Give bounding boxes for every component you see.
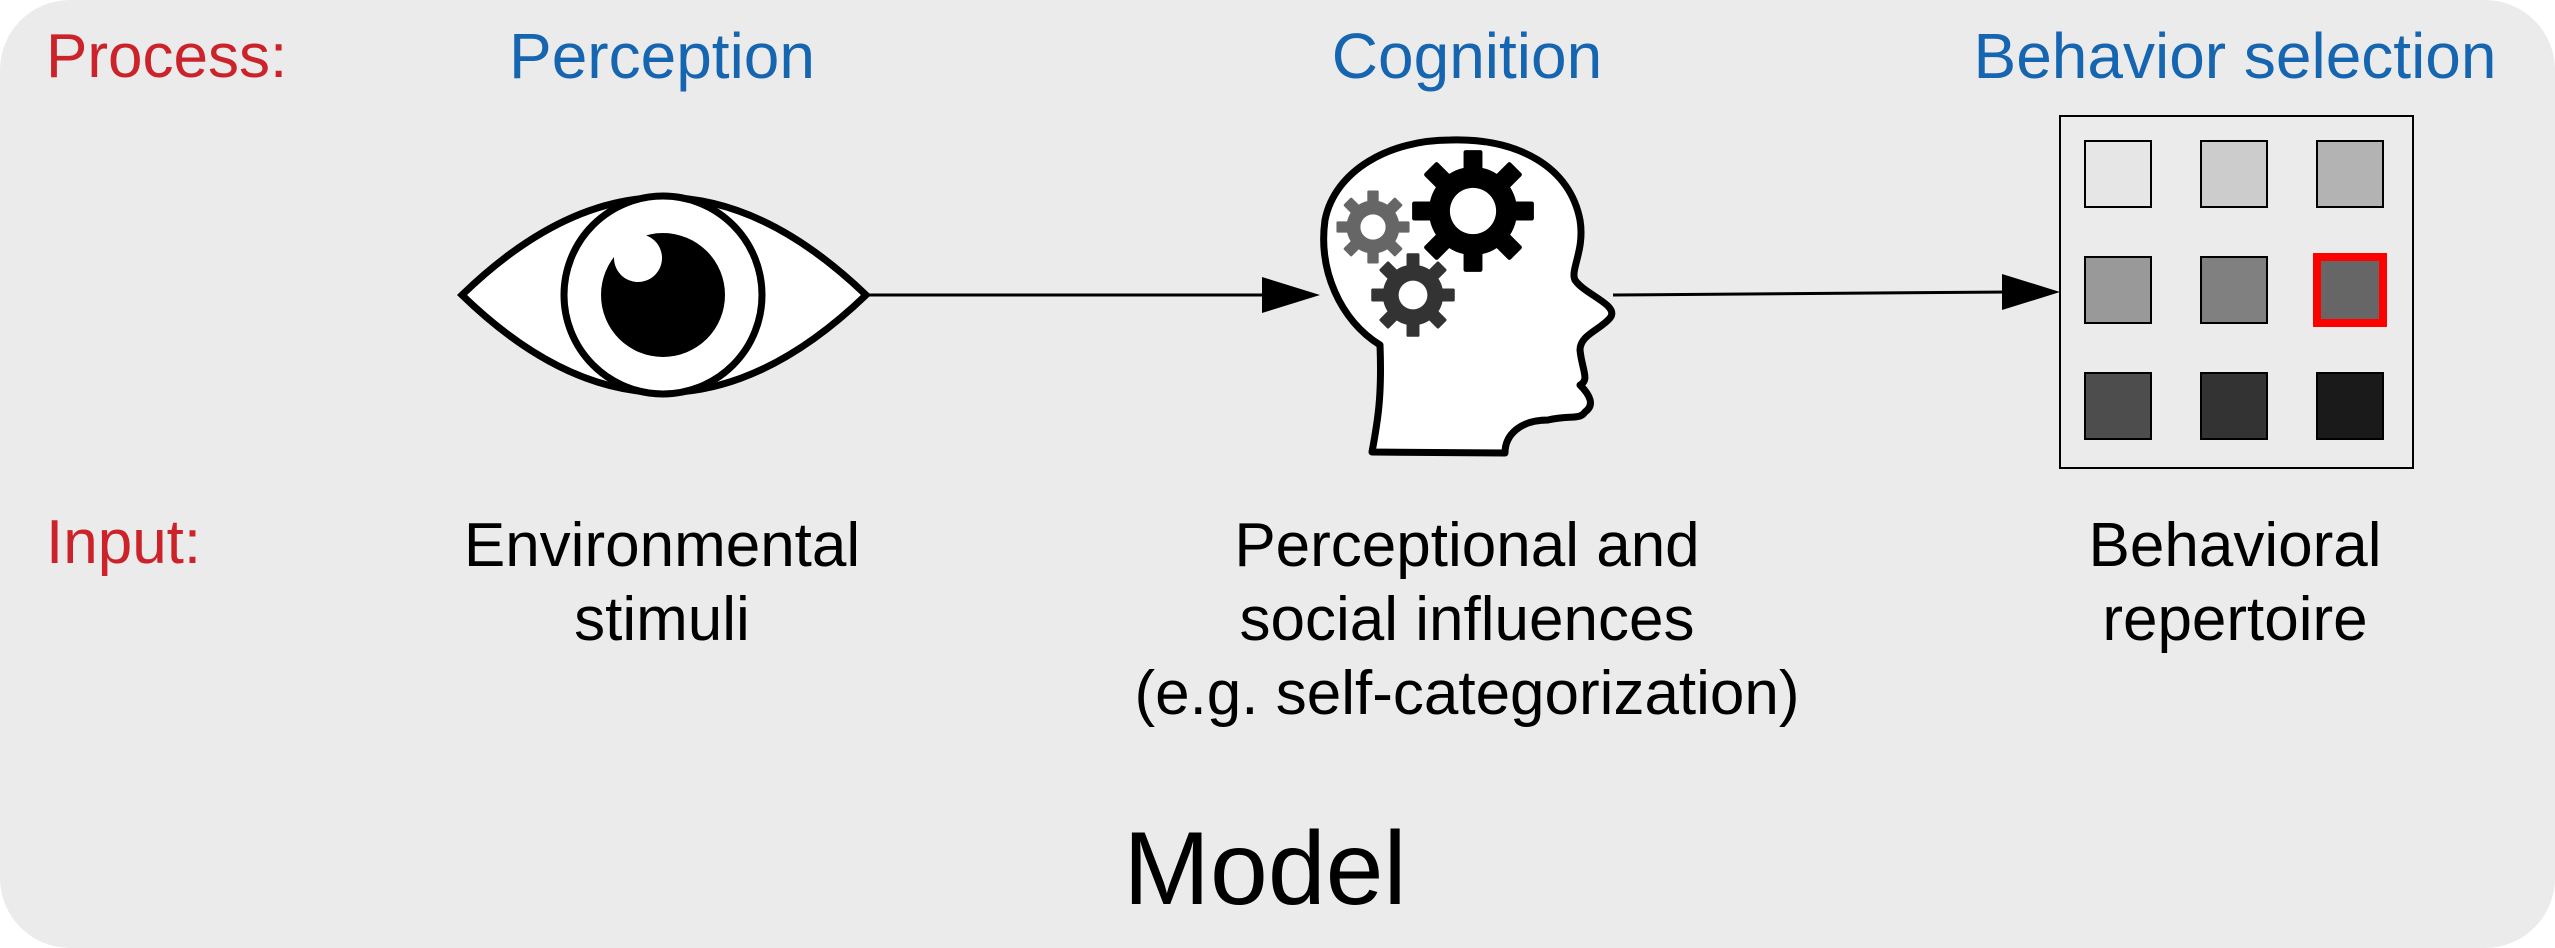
- behavior-option: [2084, 372, 2152, 440]
- behavior-grid-icon: [2059, 115, 2414, 469]
- gear-icon: [1371, 253, 1455, 337]
- behavior-option: [2200, 372, 2268, 440]
- behavior-option: [2084, 256, 2152, 324]
- behavior-option-selected: [2313, 253, 2387, 327]
- input-line: Behavioral: [2088, 511, 2382, 580]
- input-line: Environmental: [463, 511, 861, 580]
- input-behavioral-repertoire: Behavioral repertoire: [1935, 509, 2535, 657]
- process-row-label: Process:: [46, 22, 288, 91]
- input-row-label: Input:: [46, 508, 202, 577]
- behavior-option: [2316, 372, 2384, 440]
- input-line: stimuli: [574, 585, 750, 654]
- process-cognition-label: Cognition: [1331, 20, 1603, 92]
- gear-icon: [1412, 150, 1534, 272]
- input-social-influences: Perceptional and social influences (e.g.…: [1067, 509, 1867, 731]
- input-line: Perceptional and: [1234, 511, 1700, 580]
- behavior-option: [2316, 140, 2384, 208]
- input-line: social influences: [1239, 585, 1695, 654]
- input-environmental-stimuli: Environmental stimuli: [412, 509, 912, 657]
- input-line: (e.g. self-categorization): [1134, 659, 1800, 728]
- process-perception-label: Perception: [509, 20, 815, 92]
- behavior-option: [2200, 256, 2268, 324]
- gear-icon: [1336, 190, 1410, 264]
- process-behavior-selection-label: Behavior selection: [1973, 20, 2497, 92]
- behavior-option: [2084, 140, 2152, 208]
- eye-icon: [456, 192, 872, 398]
- head-gears-icon: [1320, 136, 1616, 457]
- arrow-perception-to-cognition: [866, 277, 1320, 313]
- behavior-option: [2200, 140, 2268, 208]
- input-line: repertoire: [2102, 585, 2368, 654]
- model-title: Model: [1123, 811, 1407, 927]
- arrow-cognition-to-behavior: [1612, 274, 2060, 310]
